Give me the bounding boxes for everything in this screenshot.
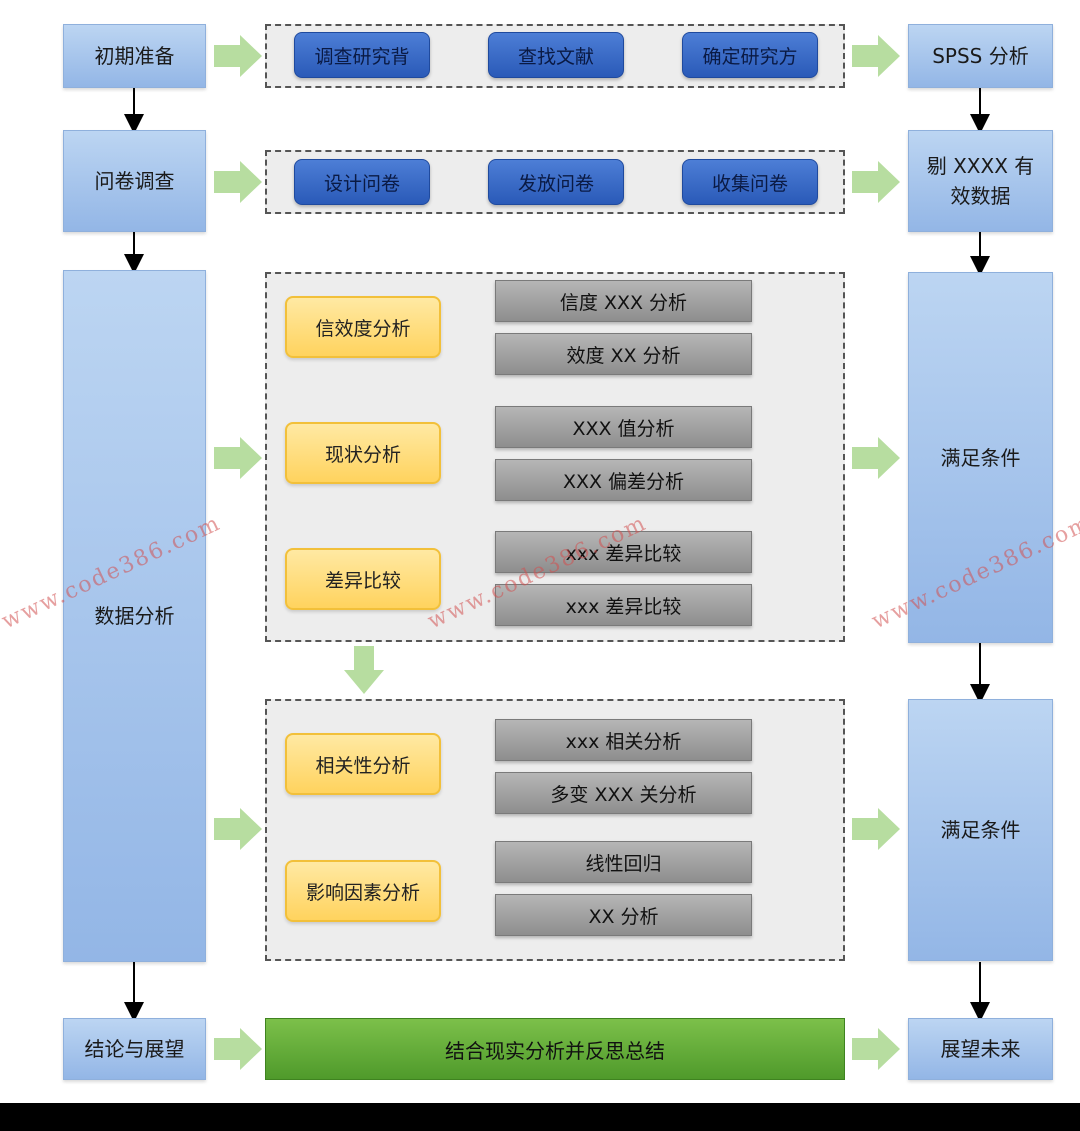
item-value-analysis-label: XXX 值分析 — [572, 417, 675, 440]
conclusion-label: 结合现实分析并反思总结 — [445, 1038, 665, 1063]
literature-search-label: 查找文献 — [517, 45, 594, 68]
research-background-box: 调查研究背 — [294, 32, 430, 78]
green-arrow-h-6 — [852, 35, 900, 77]
step-difference-comparison-label: 差异比较 — [324, 569, 401, 592]
research-background-label: 调查研究背 — [314, 45, 410, 68]
stage-initial-prep: 初期准备 — [63, 24, 206, 88]
step-difference-comparison: 差异比较 — [285, 548, 441, 610]
collect-questionnaire-box: 收集问卷 — [682, 159, 818, 205]
stage-questionnaire-label: 问卷调查 — [94, 169, 175, 193]
green-arrow-h-5 — [214, 1028, 262, 1070]
green-arrow-h-9 — [852, 808, 900, 850]
item-correlation: xxx 相关分析 — [495, 719, 752, 761]
stage-condition-2-label: 满足条件 — [940, 818, 1021, 842]
item-difference-1-label: xxx 差异比较 — [565, 542, 682, 565]
collect-questionnaire-label: 收集问卷 — [711, 172, 788, 195]
stage-initial-prep-label: 初期准备 — [94, 44, 175, 68]
green-arrow-h-2 — [214, 161, 262, 203]
item-difference-2-label: xxx 差异比较 — [565, 595, 682, 618]
item-xx-analysis-label: XX 分析 — [588, 905, 659, 928]
item-reliability-label: 信度 XXX 分析 — [559, 291, 688, 314]
item-multivariate: 多变 XXX 关分析 — [495, 772, 752, 814]
green-arrow-h-3 — [214, 437, 262, 479]
stage-condition-2: 满足条件 — [908, 699, 1053, 961]
research-method-box: 确定研究方 — [682, 32, 818, 78]
green-arrow-h-8 — [852, 437, 900, 479]
stage-valid-data-label: 剔 XXXX 有效数据 — [926, 154, 1035, 208]
step-status-analysis: 现状分析 — [285, 422, 441, 484]
item-difference-1: xxx 差异比较 — [495, 531, 752, 573]
step-status-analysis-label: 现状分析 — [324, 443, 401, 466]
item-bias-analysis-label: XXX 偏差分析 — [562, 470, 685, 493]
step-correlation-label: 相关性分析 — [315, 754, 411, 777]
distribute-questionnaire-box: 发放问卷 — [488, 159, 624, 205]
step-reliability-validity: 信效度分析 — [285, 296, 441, 358]
green-arrow-h-7 — [852, 161, 900, 203]
research-method-label: 确定研究方 — [702, 45, 798, 68]
stage-future: 展望未来 — [908, 1018, 1053, 1080]
stage-valid-data: 剔 XXXX 有效数据 — [908, 130, 1053, 232]
step-reliability-validity-label: 信效度分析 — [315, 317, 411, 340]
item-value-analysis: XXX 值分析 — [495, 406, 752, 448]
green-arrow-h-1 — [214, 35, 262, 77]
distribute-questionnaire-label: 发放问卷 — [517, 172, 594, 195]
green-arrow-h-10 — [852, 1028, 900, 1070]
item-linear-regression: 线性回归 — [495, 841, 752, 883]
green-arrow-h-4 — [214, 808, 262, 850]
stage-conclusion: 结论与展望 — [63, 1018, 206, 1080]
step-influencing-factors-label: 影响因素分析 — [305, 881, 420, 904]
item-xx-analysis: XX 分析 — [495, 894, 752, 936]
stage-condition-1: 满足条件 — [908, 272, 1053, 643]
stage-data-analysis: 数据分析 — [63, 270, 206, 962]
stage-spss-analysis-label: SPSS 分析 — [932, 44, 1029, 68]
conclusion-bar: 结合现实分析并反思总结 — [265, 1018, 845, 1080]
stage-spss-analysis: SPSS 分析 — [908, 24, 1053, 88]
stage-conclusion-label: 结论与展望 — [84, 1037, 185, 1061]
item-reliability: 信度 XXX 分析 — [495, 280, 752, 322]
design-questionnaire-box: 设计问卷 — [294, 159, 430, 205]
item-validity: 效度 XX 分析 — [495, 333, 752, 375]
stage-questionnaire: 问卷调查 — [63, 130, 206, 232]
item-difference-2: xxx 差异比较 — [495, 584, 752, 626]
item-multivariate-label: 多变 XXX 关分析 — [550, 783, 697, 806]
step-correlation: 相关性分析 — [285, 733, 441, 795]
literature-search-box: 查找文献 — [488, 32, 624, 78]
green-arrow-v-3 — [344, 646, 384, 694]
stage-data-analysis-label: 数据分析 — [94, 604, 175, 628]
item-bias-analysis: XXX 偏差分析 — [495, 459, 752, 501]
bottom-black-bar — [0, 1103, 1080, 1131]
step-influencing-factors: 影响因素分析 — [285, 860, 441, 922]
stage-condition-1-label: 满足条件 — [940, 445, 1021, 470]
item-validity-label: 效度 XX 分析 — [566, 344, 681, 367]
design-questionnaire-label: 设计问卷 — [323, 172, 400, 195]
stage-future-label: 展望未来 — [940, 1037, 1021, 1061]
item-linear-regression-label: 线性回归 — [585, 852, 662, 875]
item-correlation-label: xxx 相关分析 — [565, 730, 682, 753]
